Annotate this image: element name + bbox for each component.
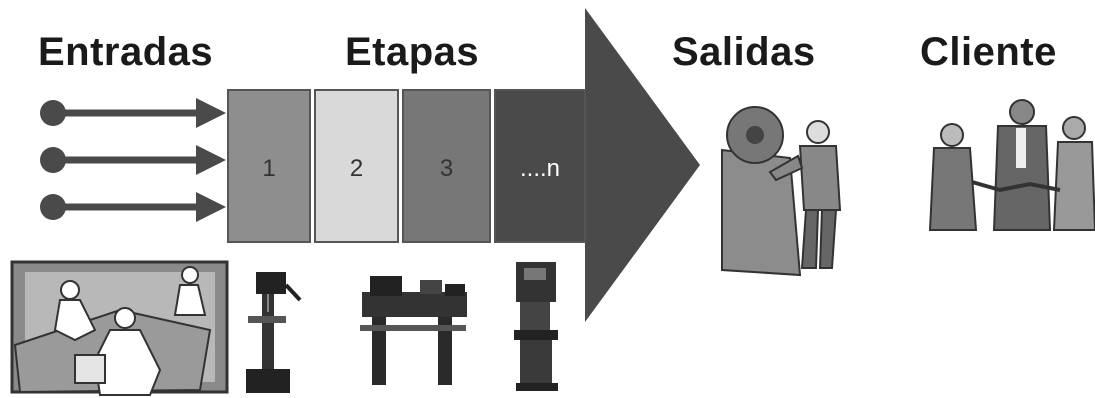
input-arrows: [40, 98, 226, 222]
stage-box: ....n: [494, 89, 586, 243]
heading-entradas: Entradas: [38, 30, 214, 74]
stage-box: 1: [227, 89, 311, 243]
input-arrow: [40, 98, 226, 128]
input-arrow: [40, 145, 226, 175]
drill-press-icon: [246, 272, 302, 393]
process-arrow: [495, 8, 700, 322]
stage-boxes: 1 2 3 ....n: [227, 89, 586, 243]
heading-etapas: Etapas: [345, 30, 480, 74]
input-arrow: [40, 192, 226, 222]
stage-box: 2: [314, 89, 399, 243]
stage-box: 3: [402, 89, 491, 243]
stage-label: ....n: [520, 155, 560, 182]
stage-label: 1: [262, 155, 275, 182]
heading-cliente: Cliente: [920, 30, 1057, 74]
stage-label: 2: [350, 155, 363, 182]
customers-handshake-icon: [928, 99, 1095, 231]
worker-with-output-icon: [721, 106, 842, 277]
heading-salidas: Salidas: [672, 30, 816, 74]
lathe-icon: [360, 276, 467, 385]
stage-label: 3: [440, 155, 453, 182]
workers-illustration-icon: [10, 260, 229, 396]
machine-icon: [514, 262, 558, 391]
